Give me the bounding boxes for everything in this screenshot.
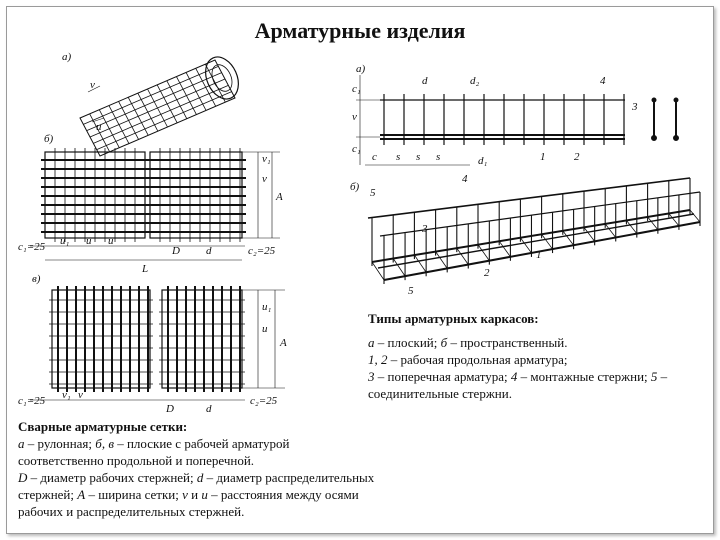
nets-caption-line4: стержней; А – ширина сетки; v и u – расс… xyxy=(18,487,359,502)
label-spatial-frame: б) xyxy=(350,181,360,193)
bar-line xyxy=(583,227,595,242)
label-v-v: v xyxy=(78,389,83,401)
nets-caption: Сварные арматурные сетки: а – рулонная; … xyxy=(18,418,488,520)
label-c2-25-b: c₂=25 xyxy=(248,245,276,257)
label-2-spatial: 2 xyxy=(484,267,490,279)
frames-caption: Типы арматурных каркасов: а – плоский; б… xyxy=(368,310,668,402)
bar-line xyxy=(689,209,701,223)
label-D-v: D xyxy=(165,403,174,415)
bar-line xyxy=(647,216,659,230)
label-v-b: v xyxy=(262,173,267,185)
label-A-v: A xyxy=(279,337,287,349)
label-c1-bottom: c₁ xyxy=(352,143,361,155)
label-rolled-v: v xyxy=(90,79,95,91)
bar-line xyxy=(392,258,406,277)
nets-caption-line1: а – рулонная; б, в – плоские с рабочей а… xyxy=(18,436,290,451)
bar-line xyxy=(96,91,232,151)
label-d-v: d xyxy=(206,403,212,415)
frames-caption-line2: 1, 2 – рабочая продольная арматура; xyxy=(368,352,568,367)
label-u-v: u xyxy=(262,323,268,335)
nets-caption-line3: D – диаметр рабочих стержней; d – диамет… xyxy=(18,470,375,485)
label-d-b: d xyxy=(206,245,212,257)
label-d1-frame: d₁ xyxy=(478,155,488,167)
label-s1-frame: s xyxy=(396,151,400,163)
nets-caption-heading: Сварные арматурные сетки: xyxy=(18,419,188,434)
label-v-frame: v xyxy=(352,111,357,123)
bar-line xyxy=(83,65,219,125)
frames-caption-heading: Типы арматурных каркасов: xyxy=(368,311,539,326)
label-flat-mesh-b: б) xyxy=(44,133,54,145)
label-2-frame: 2 xyxy=(574,151,580,163)
label-v1-b: v₁ xyxy=(262,153,271,165)
label-rolled-mesh: а) xyxy=(62,51,72,63)
label-1-spatial: 1 xyxy=(536,249,542,261)
label-5-top: 5 xyxy=(370,187,376,199)
label-flat-frame: а) xyxy=(356,63,366,75)
label-c-frame: c xyxy=(372,151,377,163)
frames-caption-line1: а – плоский; б – пространственный. xyxy=(368,335,568,350)
label-u1-b: u₁ xyxy=(60,235,70,247)
label-1-frame: 1 xyxy=(540,151,546,163)
label-3-spatial: 3 xyxy=(421,223,428,235)
label-c1-25-v: c₁=25 xyxy=(18,395,46,407)
bar-line xyxy=(435,251,448,269)
bar-line xyxy=(626,220,638,234)
bar-line xyxy=(86,72,222,132)
nets-caption-line2: соответственно продольной и поперечной. xyxy=(18,453,255,468)
label-c2-25-v: c₂=25 xyxy=(250,395,278,407)
frames-caption-line3: 3 – поперечная арматура; 4 – монтажные с… xyxy=(368,369,668,401)
bar-line xyxy=(498,240,511,258)
bar-line xyxy=(520,237,532,254)
bar-line xyxy=(456,247,469,265)
bar-line xyxy=(541,234,553,250)
flat-mesh-v-drawing xyxy=(30,286,285,401)
bar-line xyxy=(668,213,680,227)
spatial-frame-drawing xyxy=(367,177,701,284)
label-u-b: u xyxy=(86,235,92,247)
label-d2-frame: d₂ xyxy=(470,75,480,87)
bar-line xyxy=(371,261,385,281)
bar-line xyxy=(414,254,427,273)
label-c1-25-b: c₁=25 xyxy=(18,241,46,253)
bar-line xyxy=(604,223,617,238)
page-title: Арматурные изделия xyxy=(254,18,466,43)
label-5-bottom: 5 xyxy=(408,285,414,297)
rolled-mesh-drawing xyxy=(79,56,239,157)
label-4-frame: 4 xyxy=(600,75,606,87)
flat-frame-drawing xyxy=(356,75,679,166)
label-s3-frame: s xyxy=(436,151,440,163)
label-c1-top: c₁ xyxy=(352,83,361,95)
bar-line xyxy=(562,230,574,246)
label-A-b: A xyxy=(275,191,283,203)
label-rolled-u: u xyxy=(96,121,102,133)
bar-line xyxy=(93,84,229,144)
label-L: L xyxy=(141,263,148,275)
bar-line xyxy=(477,244,490,261)
label-D-b: D xyxy=(171,245,180,257)
nets-caption-line5: рабочих и распределительных стержней. xyxy=(18,504,245,519)
bar-line xyxy=(89,78,226,138)
label-u1-v: u₁ xyxy=(262,301,272,313)
label-v1-v: v₁ xyxy=(62,389,71,401)
label-d-frame: d xyxy=(422,75,428,87)
label-u2-b: u xyxy=(108,235,114,247)
label-4-spatial: 4 xyxy=(462,173,468,185)
flat-mesh-b-drawing xyxy=(30,148,280,261)
label-flat-mesh-v: в) xyxy=(32,273,41,285)
label-s2-frame: s xyxy=(416,151,420,163)
label-3-frame: 3 xyxy=(631,101,638,113)
